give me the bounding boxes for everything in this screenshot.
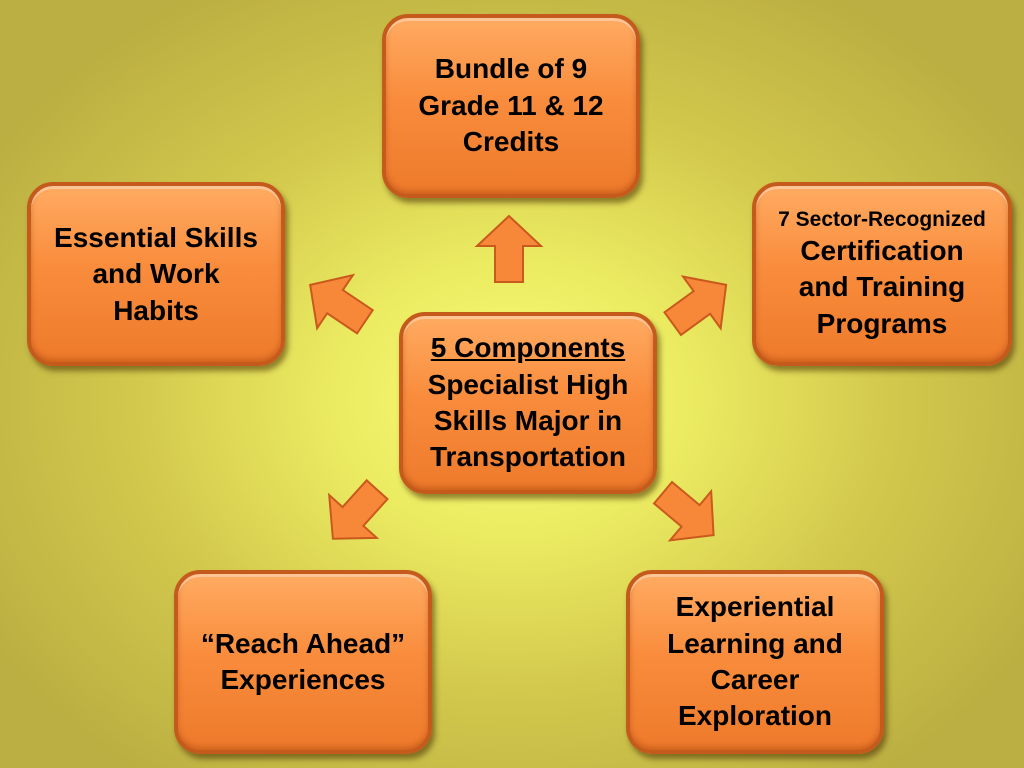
center-box-shsm: 5 Components Specialist High Skills Majo… <box>399 312 657 494</box>
reach-ahead-line-1: “Reach Ahead” <box>200 627 406 659</box>
component-box-credits: Bundle of 9 Grade 11 & 12 Credits <box>382 14 640 198</box>
component-box-reach-ahead: “Reach Ahead” Experiences <box>174 570 432 754</box>
certification-line-1: Certification <box>800 235 964 267</box>
arrow-to-experiential <box>641 467 736 561</box>
essential-line-2: and Work <box>92 258 220 290</box>
center-heading: 5 Components <box>430 332 626 364</box>
essential-line-1: Essential Skills <box>54 222 258 253</box>
credits-line-1: Bundle of 9 <box>434 53 588 85</box>
arrow-to-essential-skills <box>291 257 384 350</box>
arrow-to-certification <box>652 257 746 351</box>
certification-line-2: and Training <box>798 271 966 303</box>
component-box-certification: 7 Sector-Recognized Certification and Tr… <box>752 182 1012 366</box>
center-line-1: Specialist High <box>427 368 629 400</box>
reach-ahead-line-2: Experiences <box>220 664 386 695</box>
center-line-3: Transportation <box>429 441 626 473</box>
arrow-to-reach-ahead <box>308 467 402 562</box>
experiential-line-4: Exploration <box>677 700 832 732</box>
component-box-experiential: Experiential Learning and Career Explora… <box>626 570 884 754</box>
experiential-line-3: Career <box>710 664 800 695</box>
certification-count-label: 7 Sector-Recognized <box>778 207 986 231</box>
credits-line-3: Credits <box>462 126 560 158</box>
experiential-line-2: Learning and <box>667 627 843 659</box>
essential-line-3: Habits <box>113 294 199 326</box>
center-line-2: Skills Major in <box>433 405 623 436</box>
credits-line-2: Grade 11 & 12 <box>418 89 604 121</box>
certification-line-3: Programs <box>816 307 948 339</box>
component-box-essential-skills: Essential Skills and Work Habits <box>27 182 285 366</box>
arrow-to-credits <box>476 215 542 283</box>
experiential-line-1: Experiential <box>675 591 835 623</box>
